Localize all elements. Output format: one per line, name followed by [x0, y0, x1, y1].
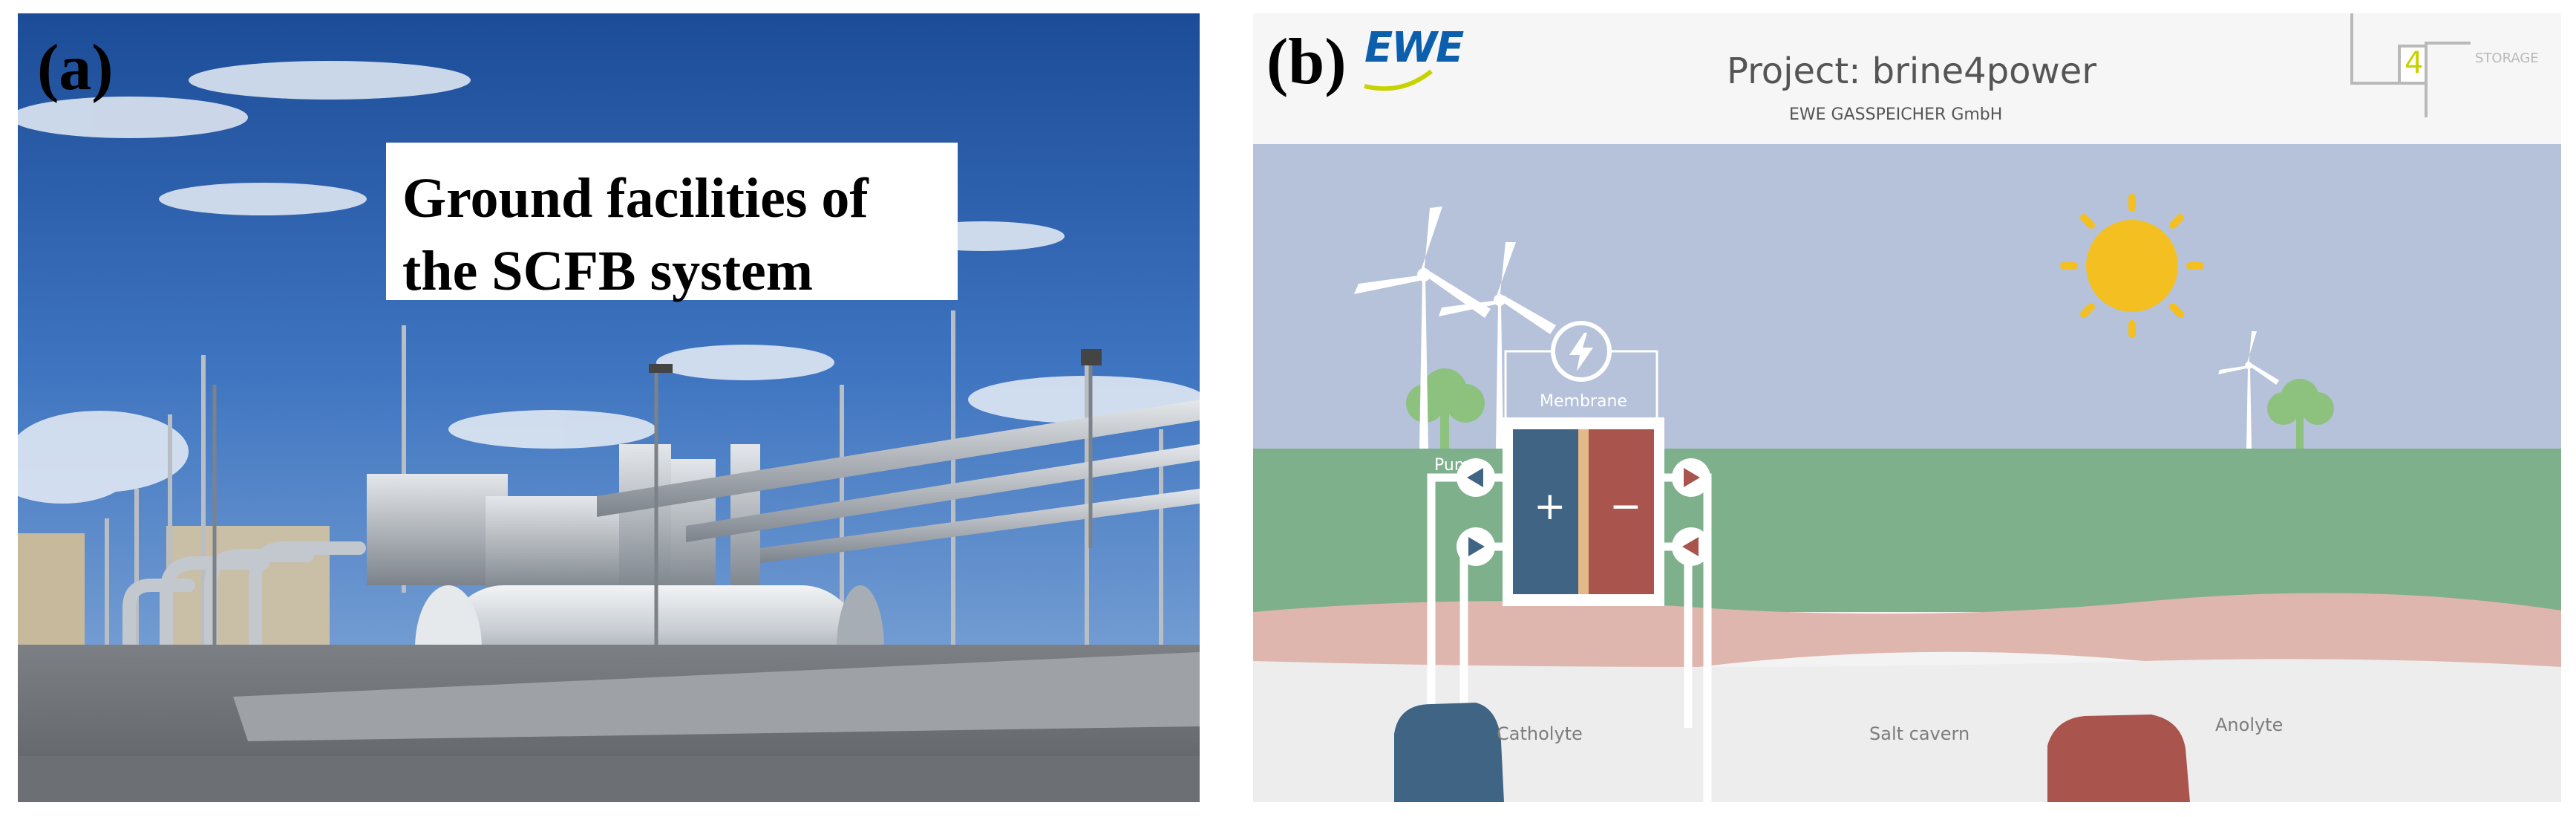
- plus-sign: +: [1534, 484, 1566, 529]
- page-subtitle: EWE GASSPEICHER GmbH: [1789, 105, 2003, 124]
- anolyte-label: Anolyte: [2215, 715, 2284, 735]
- photo-caption: Ground facilities of the SCFB system: [386, 143, 958, 302]
- ground-facilities-photo: [18, 13, 1200, 802]
- logo-storage-text: STORAGE: [2475, 51, 2539, 66]
- pump-icon: [1457, 458, 1495, 497]
- catholyte-cavern: [1394, 703, 1504, 802]
- pump-icon: [1672, 458, 1710, 497]
- catholyte-label: Catholyte: [1497, 723, 1583, 744]
- panel-a-label: (a): [37, 32, 114, 104]
- membrane-label: Membrane: [1540, 392, 1627, 411]
- anolyte-cavern: [2047, 715, 2190, 802]
- ewe-logo: EWE: [1364, 24, 1464, 72]
- brine4power-diagram: [1253, 13, 2561, 802]
- vessels: [367, 444, 760, 593]
- diagram-panel: EWE Project: brine4power EWE GASSPEICHER…: [1253, 13, 2561, 802]
- wind-turbine-icon: [2218, 331, 2279, 449]
- caption-line-2: the SCFB system: [402, 240, 814, 302]
- salt-cavern-label: Salt cavern: [1869, 723, 1970, 744]
- pump-icon: [1457, 527, 1495, 566]
- logo-mark: 4: [2405, 46, 2424, 80]
- page-title: Project: brine4power: [1727, 51, 2097, 92]
- ewe-logo-swoosh: [1364, 69, 1433, 91]
- sun-icon: [2060, 194, 2204, 338]
- minus-sign: −: [1609, 484, 1642, 529]
- tree-icon: [2267, 379, 2334, 449]
- caption-line-1: Ground facilities of: [402, 167, 869, 230]
- subsoil-layer: [1253, 593, 2561, 680]
- pipe-bends: [122, 541, 366, 700]
- tree-icon: [1406, 368, 1485, 449]
- flow-battery-cell: [1503, 417, 1664, 606]
- bp4-storage-logo: [2350, 13, 2471, 117]
- pump-label: Pump: [1434, 456, 1481, 475]
- panel-b-label: (b): [1266, 26, 1347, 98]
- wind-turbine-icon: [1439, 242, 1556, 449]
- photo-panel: [18, 13, 1200, 802]
- salt-layer: [1253, 659, 2561, 802]
- pump-icon: [1672, 527, 1710, 566]
